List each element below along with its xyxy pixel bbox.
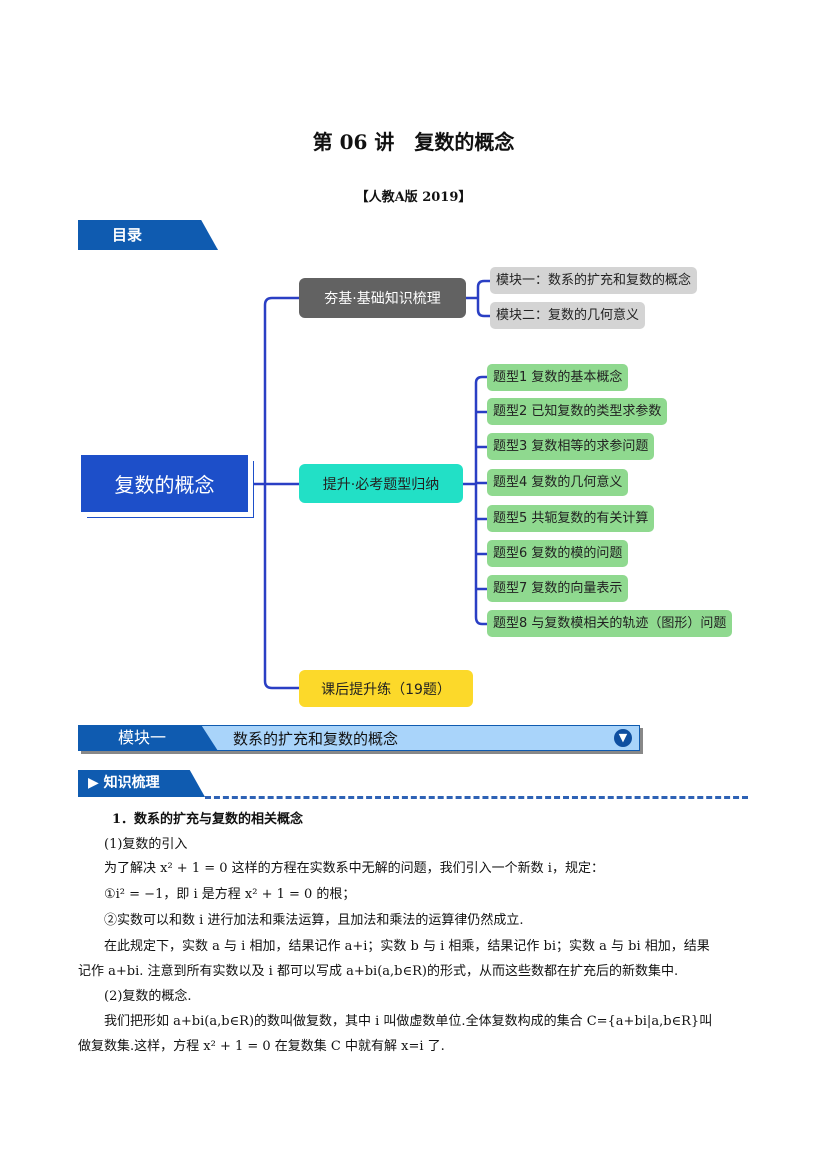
content-line: ②实数可以和数 i 进行加法和乘法运算，且加法和乘法的运算律仍然成立.: [104, 913, 524, 928]
branch-basics[interactable]: 夯基·基础知识梳理: [299, 278, 466, 318]
module-title: 数系的扩充和复数的概念: [233, 730, 399, 748]
toc-item[interactable]: 题型6 复数的模的问题: [487, 540, 629, 567]
edition-label: 【人教A版 2019】: [355, 190, 472, 205]
section-banner: ▶ 知识梳理: [78, 770, 205, 797]
toc-item[interactable]: 题型4 复数的几何意义: [487, 469, 629, 496]
content-line: 记作 a+bi. 注意到所有实数以及 i 都可以写成 a+bi(a,b∈R)的形…: [78, 964, 679, 979]
toc-item[interactable]: 模块一：数系的扩充和复数的概念: [490, 267, 698, 294]
module-tag: 模块一: [78, 725, 218, 751]
page-title: 第 06 讲 复数的概念: [312, 130, 515, 154]
content-line: 在此规定下，实数 a 与 i 相加，结果记作 a+i；实数 b 与 i 相乘，结…: [104, 939, 710, 954]
toc-item[interactable]: 题型1 复数的基本概念: [487, 364, 629, 391]
content-line: (2)复数的概念.: [104, 989, 192, 1004]
content-line: 做复数集.这样，方程 x² + 1 = 0 在复数集 C 中就有解 x=i 了.: [78, 1039, 445, 1054]
collapse-triangle-icon[interactable]: ▼: [614, 729, 632, 747]
toc-item[interactable]: 题型7 复数的向量表示: [487, 575, 629, 602]
branch-practice[interactable]: 课后提升练（19题）: [299, 670, 473, 707]
toc-item[interactable]: 题型3 复数相等的求参问题: [487, 433, 655, 460]
toc-item[interactable]: 题型5 共轭复数的有关计算: [487, 505, 655, 532]
module-banner: 模块一 数系的扩充和复数的概念 ▼: [78, 725, 640, 751]
content-line: 我们把形如 a+bi(a,b∈R)的数叫做复数，其中 i 叫做虚数单位.全体复数…: [104, 1014, 713, 1029]
content-heading: 1．数系的扩充与复数的相关概念: [112, 812, 304, 827]
content-line: ①i² = −1，即 i 是方程 x² + 1 = 0 的根；: [104, 887, 356, 902]
toc-item[interactable]: 模块二：复数的几何意义: [490, 302, 646, 329]
content-line: 为了解决 x² + 1 = 0 这样的方程在实数系中无解的问题，我们引入一个新数…: [104, 861, 604, 876]
section-divider: [205, 796, 748, 799]
branch-question-types[interactable]: 提升·必考题型归纳: [299, 464, 463, 503]
toc-banner: 目录: [78, 220, 218, 250]
toc-item[interactable]: 题型8 与复数模相关的轨迹（图形）问题: [487, 610, 733, 637]
mindmap-root: 复数的概念: [81, 455, 248, 512]
toc-item[interactable]: 题型2 已知复数的类型求参数: [487, 398, 668, 425]
content-line: (1)复数的引入: [104, 837, 188, 852]
